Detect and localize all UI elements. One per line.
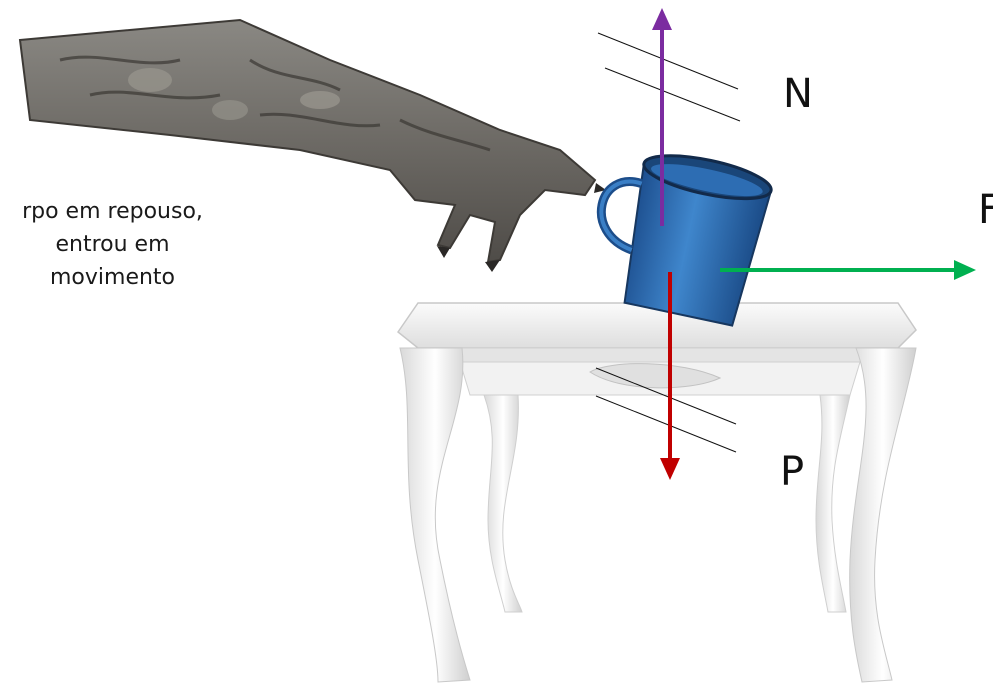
applied-force-label: F (978, 190, 993, 230)
normal-force-label: N (783, 74, 813, 114)
table-illustration (398, 303, 916, 682)
weight-force-label: P (780, 452, 804, 492)
caption-line-2: entrou em (0, 228, 265, 261)
motion-caption: rpo em repouso, entrou em movimento (0, 195, 265, 294)
caption-line-3: movimento (0, 261, 265, 294)
applied-force-arrow (720, 260, 976, 280)
caption-line-1: rpo em repouso, (0, 195, 265, 228)
mug-illustration (583, 140, 774, 327)
normal-hatch-marks (598, 33, 740, 121)
